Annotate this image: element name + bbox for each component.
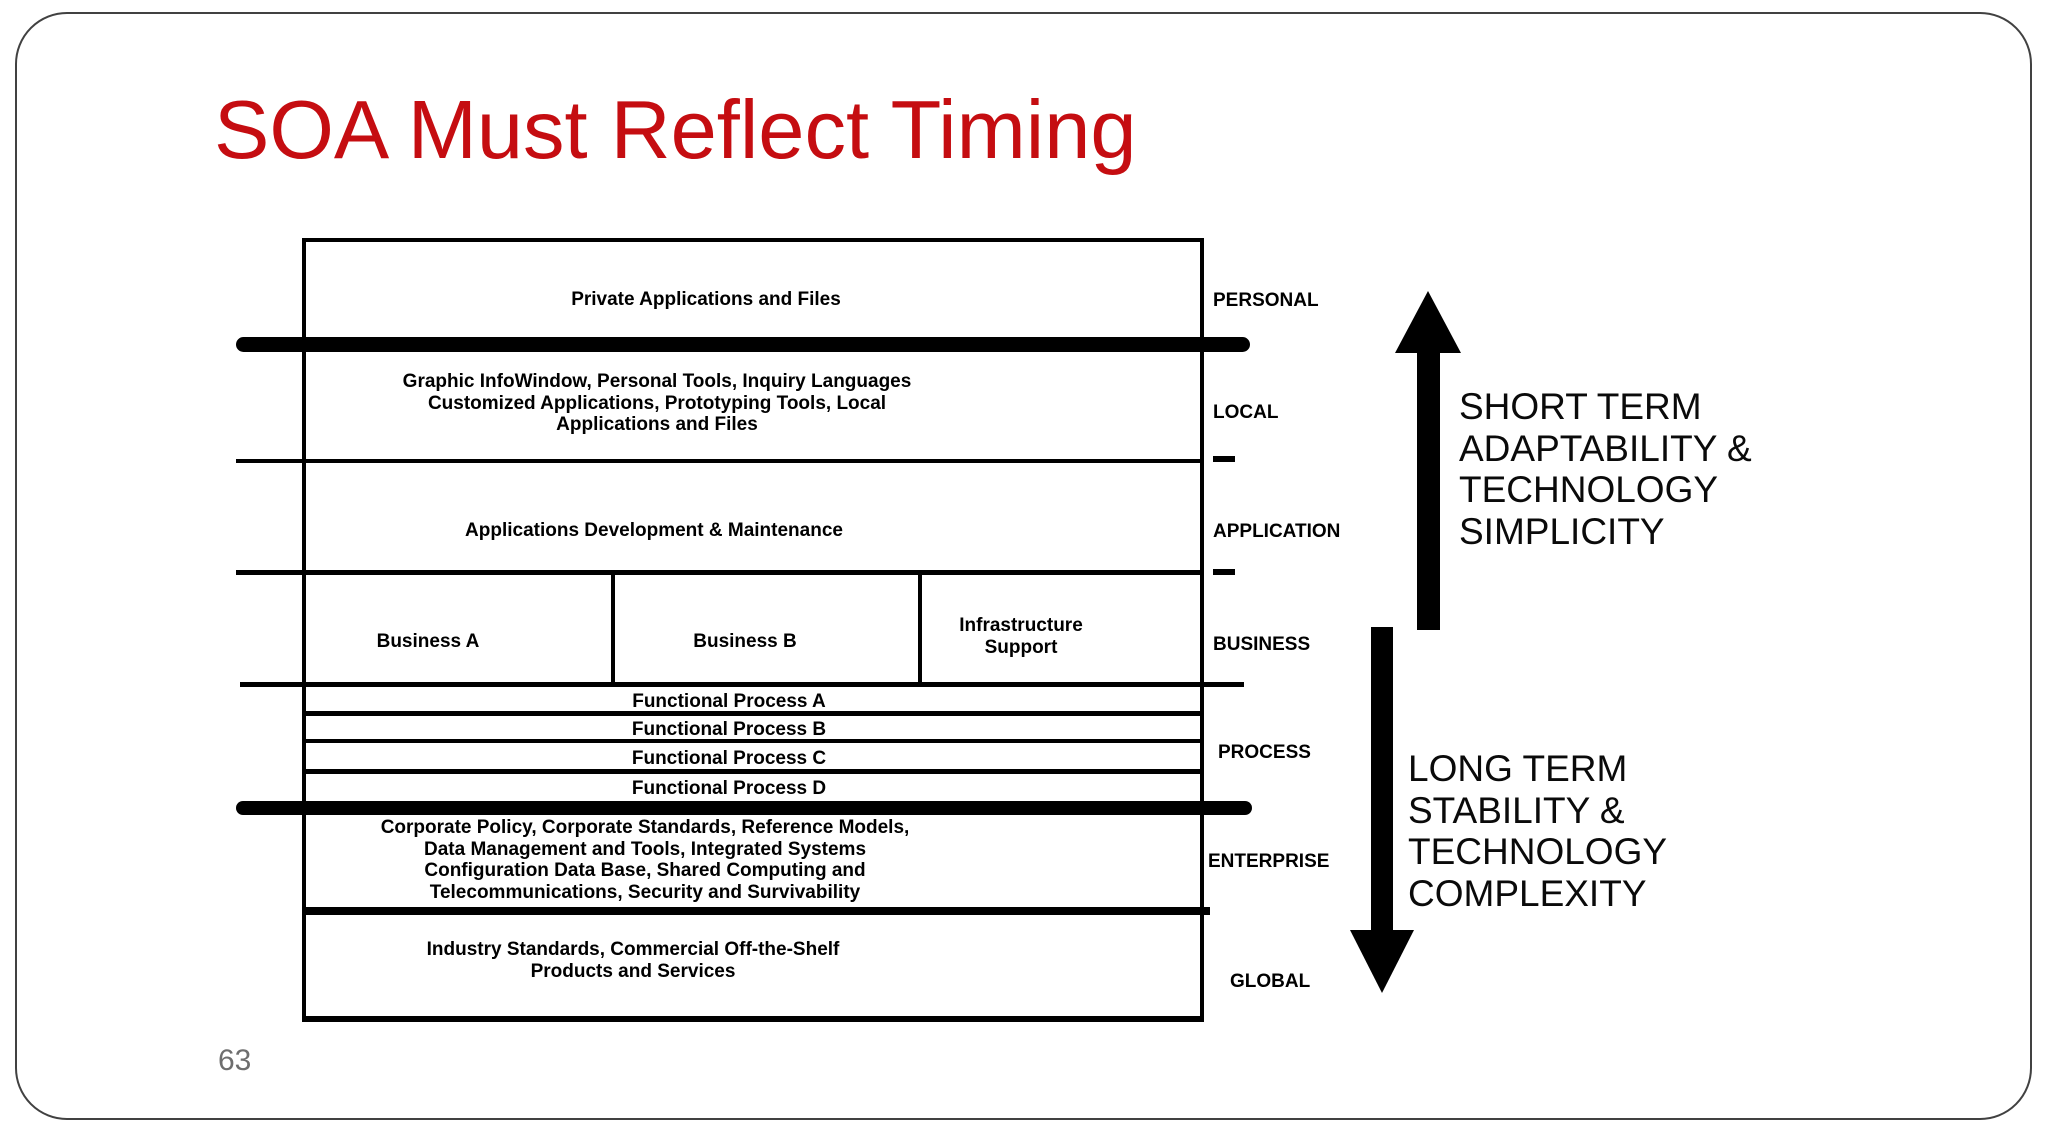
divider-process-c-d — [302, 769, 1204, 774]
business-column-divider-1 — [611, 575, 615, 682]
divider-process-a-b — [302, 711, 1204, 716]
architecture-box — [302, 238, 1204, 1022]
row-global-text: Industry Standards, Commercial Off-the-S… — [426, 939, 840, 982]
cell-business-a: Business A — [376, 631, 480, 652]
row-functional-process-c: Functional Process C — [631, 748, 827, 769]
page-number: 63 — [218, 1044, 252, 1077]
up-arrow-icon — [1395, 291, 1461, 353]
row-functional-process-d: Functional Process D — [631, 778, 827, 799]
divider-local-application — [302, 459, 1204, 463]
level-label-personal: PERSONAL — [1213, 290, 1319, 311]
row-enterprise-text: Corporate Policy, Corporate Standards, R… — [380, 817, 910, 903]
row-functional-process-b: Functional Process B — [631, 719, 827, 740]
level-label-enterprise: ENTERPRISE — [1208, 851, 1330, 872]
left-stub-local-application — [236, 459, 302, 463]
divider-process-b-c — [302, 739, 1204, 743]
emphasis-bar-enterprise-global — [302, 907, 1210, 915]
right-stub-business-process — [1204, 682, 1244, 687]
level-label-process: PROCESS — [1218, 742, 1311, 763]
up-arrow-shaft — [1417, 350, 1440, 630]
level-label-application: APPLICATION — [1213, 521, 1341, 542]
long-term-caption: LONG TERM STABILITY & TECHNOLOGY COMPLEX… — [1408, 748, 1668, 914]
page-title: SOA Must Reflect Timing — [214, 83, 1137, 176]
divider-application-business — [302, 570, 1204, 575]
left-stub-business-process — [240, 682, 302, 687]
row-local-text: Graphic InfoWindow, Personal Tools, Inqu… — [402, 371, 912, 435]
row-personal-text: Private Applications and Files — [571, 289, 841, 310]
slide-border — [15, 12, 2032, 1120]
left-stub-application-business — [236, 570, 302, 575]
business-column-divider-2 — [918, 575, 922, 682]
down-arrow-icon — [1350, 930, 1414, 993]
level-label-local: LOCAL — [1213, 402, 1279, 423]
divider-business-process — [302, 682, 1204, 687]
level-label-business: BUSINESS — [1213, 634, 1311, 655]
cell-business-b: Business B — [693, 631, 797, 652]
row-functional-process-a: Functional Process A — [632, 691, 826, 712]
level-label-global: GLOBAL — [1230, 971, 1311, 992]
right-dash-local-application — [1213, 456, 1235, 462]
row-application-text: Applications Development & Maintenance — [465, 520, 843, 541]
down-arrow-shaft — [1371, 627, 1393, 932]
cell-infrastructure-support: Infrastructure Support — [959, 615, 1083, 658]
right-dash-application-business — [1213, 569, 1235, 575]
short-term-caption: SHORT TERM ADAPTABILITY & TECHNOLOGY SIM… — [1459, 386, 1752, 552]
emphasis-bar-personal-local — [236, 337, 1250, 352]
emphasis-bar-process-enterprise — [236, 801, 1252, 815]
